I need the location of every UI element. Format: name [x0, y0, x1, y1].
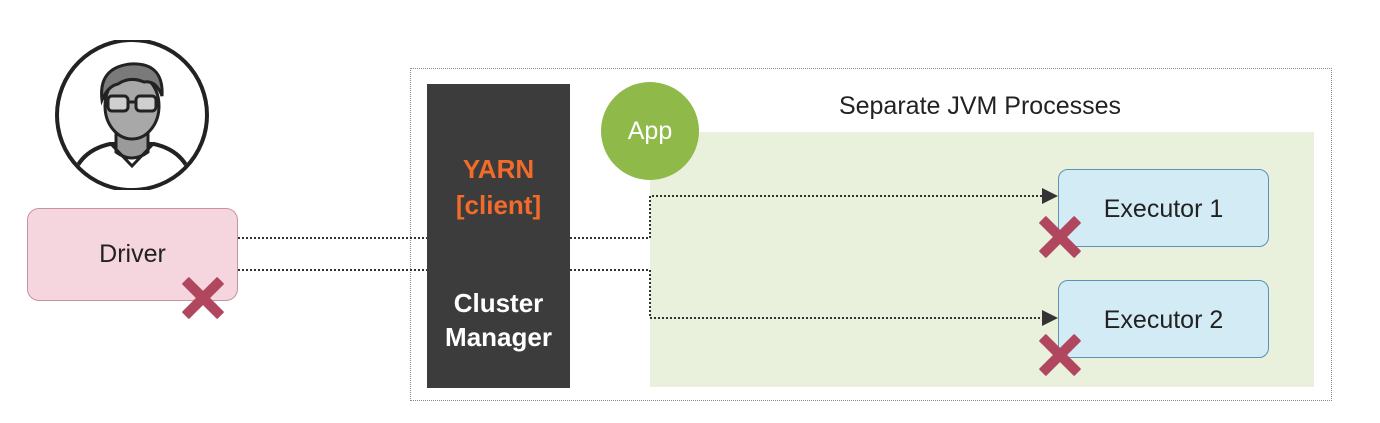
cluster-manager-label-line1: Cluster [453, 288, 544, 318]
executor-1-node [1058, 169, 1269, 247]
executor-1-label: Executor 1 [1103, 195, 1224, 223]
driver-label: Driver [99, 240, 166, 268]
client-mode-label: [client] [455, 190, 542, 220]
executor-2-node [1058, 280, 1269, 358]
driver-failure-icon [181, 276, 225, 320]
app-badge: App [601, 82, 699, 180]
yarn-mode-label: YARN [462, 154, 535, 184]
jvm-processes-title: Separate JVM Processes [838, 92, 1122, 120]
executor-2-failure-icon [1038, 333, 1082, 377]
user-avatar-icon [55, 40, 209, 190]
executor-2-label: Executor 2 [1103, 306, 1224, 334]
executor-1-failure-icon [1038, 215, 1082, 259]
cluster-boundary [410, 68, 1332, 401]
cluster-manager-label-line2: Manager [445, 322, 552, 352]
cluster-manager-block [427, 84, 570, 388]
